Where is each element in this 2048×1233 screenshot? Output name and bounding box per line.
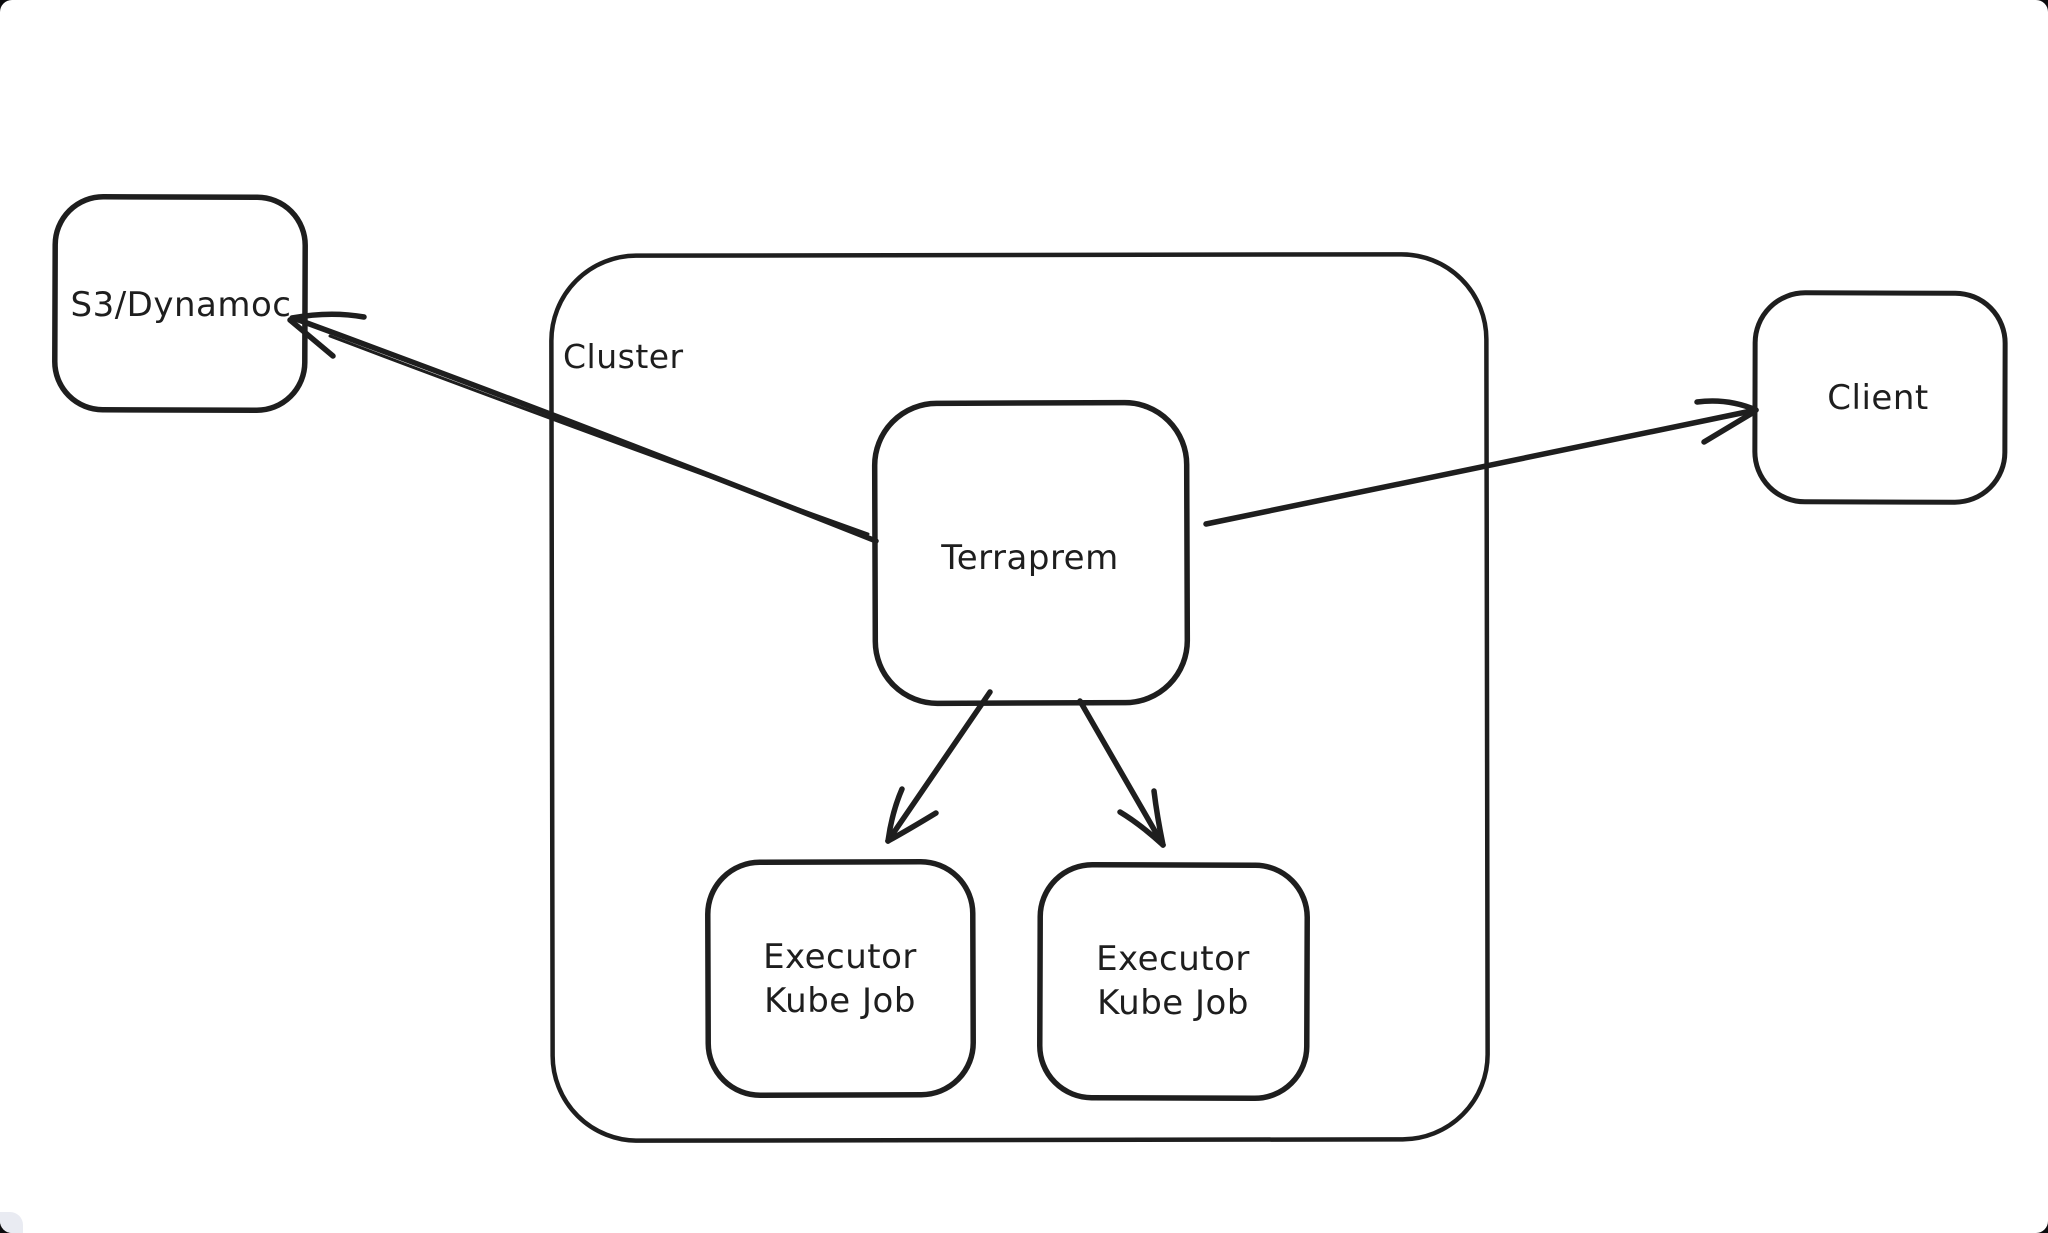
arrow-terraprem-to-executor-right-barb2 bbox=[1117, 809, 1166, 848]
corner-ui-fragment bbox=[0, 1212, 23, 1233]
arrow-terraprem-to-client[interactable] bbox=[1203, 398, 1759, 527]
arrow-terraprem-to-s3-barb-upper bbox=[289, 311, 367, 321]
terraprem-label: Terraprem bbox=[940, 538, 1118, 578]
arrow-terraprem-to-client-shaft[interactable] bbox=[1203, 407, 1759, 527]
client-label: Client bbox=[1827, 378, 1928, 418]
cluster-group[interactable]: Cluster bbox=[549, 252, 1490, 1143]
arrow-terraprem-to-executor-left-barb2 bbox=[885, 786, 905, 844]
arrow-terraprem-to-client-barb-lower bbox=[1701, 409, 1757, 445]
arrow-terraprem-to-s3-overdraw bbox=[328, 334, 870, 536]
executor-left-box[interactable] bbox=[705, 858, 976, 1099]
cluster-box[interactable] bbox=[549, 252, 1490, 1143]
arrow-terraprem-to-executor-right[interactable] bbox=[1077, 698, 1166, 848]
client-box[interactable] bbox=[1752, 290, 2008, 505]
s3-dynamo-box[interactable] bbox=[52, 193, 308, 414]
arrow-terraprem-to-executor-left-barb1 bbox=[885, 810, 939, 844]
arrow-terraprem-to-executor-right-barb1 bbox=[1151, 788, 1166, 848]
executor-right-box[interactable] bbox=[1037, 861, 1310, 1102]
arrow-terraprem-to-client-barb-upper bbox=[1694, 398, 1759, 413]
executor-right-label-line1: Executor bbox=[1096, 939, 1250, 979]
cluster-label: Cluster bbox=[563, 337, 684, 376]
s3-dynamo-label: S3/Dynamoc bbox=[71, 285, 292, 325]
s3-dynamo-node[interactable]: S3/Dynamoc bbox=[52, 193, 308, 414]
terraprem-node[interactable]: Terraprem bbox=[871, 399, 1191, 707]
executor-right-node[interactable]: Executor Kube Job bbox=[1037, 861, 1310, 1102]
arrow-terraprem-to-s3-barb-lower bbox=[287, 317, 336, 359]
arrow-terraprem-to-executor-left[interactable] bbox=[885, 689, 993, 844]
executor-left-label-line2: Kube Job bbox=[764, 981, 916, 1021]
executor-left-label-line1: Executor bbox=[763, 937, 917, 977]
client-node[interactable]: Client bbox=[1752, 290, 2008, 505]
arrow-terraprem-to-executor-right-shaft[interactable] bbox=[1077, 698, 1166, 848]
executor-right-label-line2: Kube Job bbox=[1097, 983, 1249, 1023]
executor-left-node[interactable]: Executor Kube Job bbox=[705, 858, 976, 1099]
arrow-terraprem-to-executor-left-shaft[interactable] bbox=[885, 689, 993, 844]
arrow-terraprem-to-s3[interactable] bbox=[287, 311, 879, 544]
terraprem-box[interactable] bbox=[871, 399, 1191, 707]
